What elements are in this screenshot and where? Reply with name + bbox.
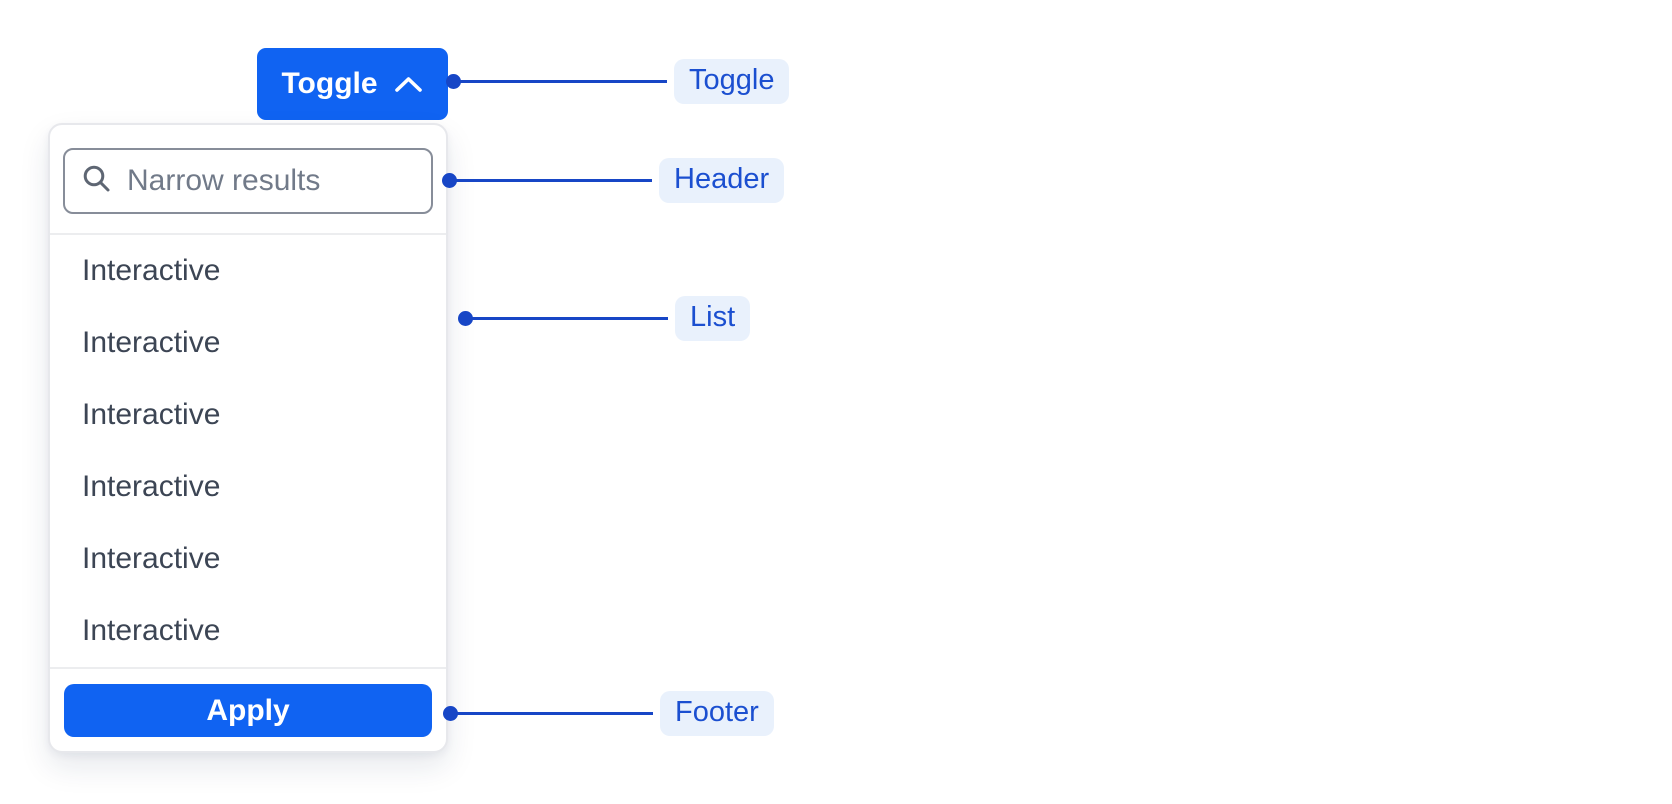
connector-line: [455, 178, 652, 182]
annotation-label-list: List: [675, 295, 751, 341]
footer-divider: [50, 667, 446, 669]
connector-line: [471, 316, 668, 320]
annotation-header: Header: [442, 157, 785, 203]
list-item[interactable]: Interactive: [82, 326, 221, 359]
header-divider: [50, 233, 446, 235]
list-item[interactable]: Interactive: [82, 470, 221, 503]
toggle-button[interactable]: Toggle: [257, 48, 448, 120]
toggle-button-label: Toggle: [281, 67, 378, 100]
list-item[interactable]: Interactive: [82, 614, 221, 647]
annotation-toggle: Toggle: [446, 58, 790, 104]
annotation-label-header: Header: [659, 157, 785, 203]
search-icon: [81, 163, 112, 199]
connector-line: [456, 711, 653, 715]
annotation-label-toggle: Toggle: [674, 58, 790, 104]
apply-button[interactable]: Apply: [64, 684, 432, 737]
connector-dot: [446, 73, 461, 89]
search-box[interactable]: [63, 148, 433, 214]
annotation-list: List: [458, 295, 751, 341]
connector-dot: [442, 172, 457, 188]
chevron-up-icon: [393, 75, 424, 94]
list-item[interactable]: Interactive: [82, 398, 221, 431]
list-item[interactable]: Interactive: [82, 254, 221, 287]
connector-dot: [443, 705, 458, 721]
annotation-footer: Footer: [443, 690, 774, 736]
search-input[interactable]: [127, 164, 415, 198]
dropdown-header: [50, 125, 446, 233]
list-item[interactable]: Interactive: [82, 542, 221, 575]
annotation-label-footer: Footer: [660, 690, 774, 736]
connector-line: [459, 79, 667, 83]
connector-dot: [458, 310, 473, 326]
dropdown-footer: Apply: [50, 669, 446, 751]
dropdown-panel: InteractiveInteractiveInteractiveInterac…: [48, 123, 448, 753]
